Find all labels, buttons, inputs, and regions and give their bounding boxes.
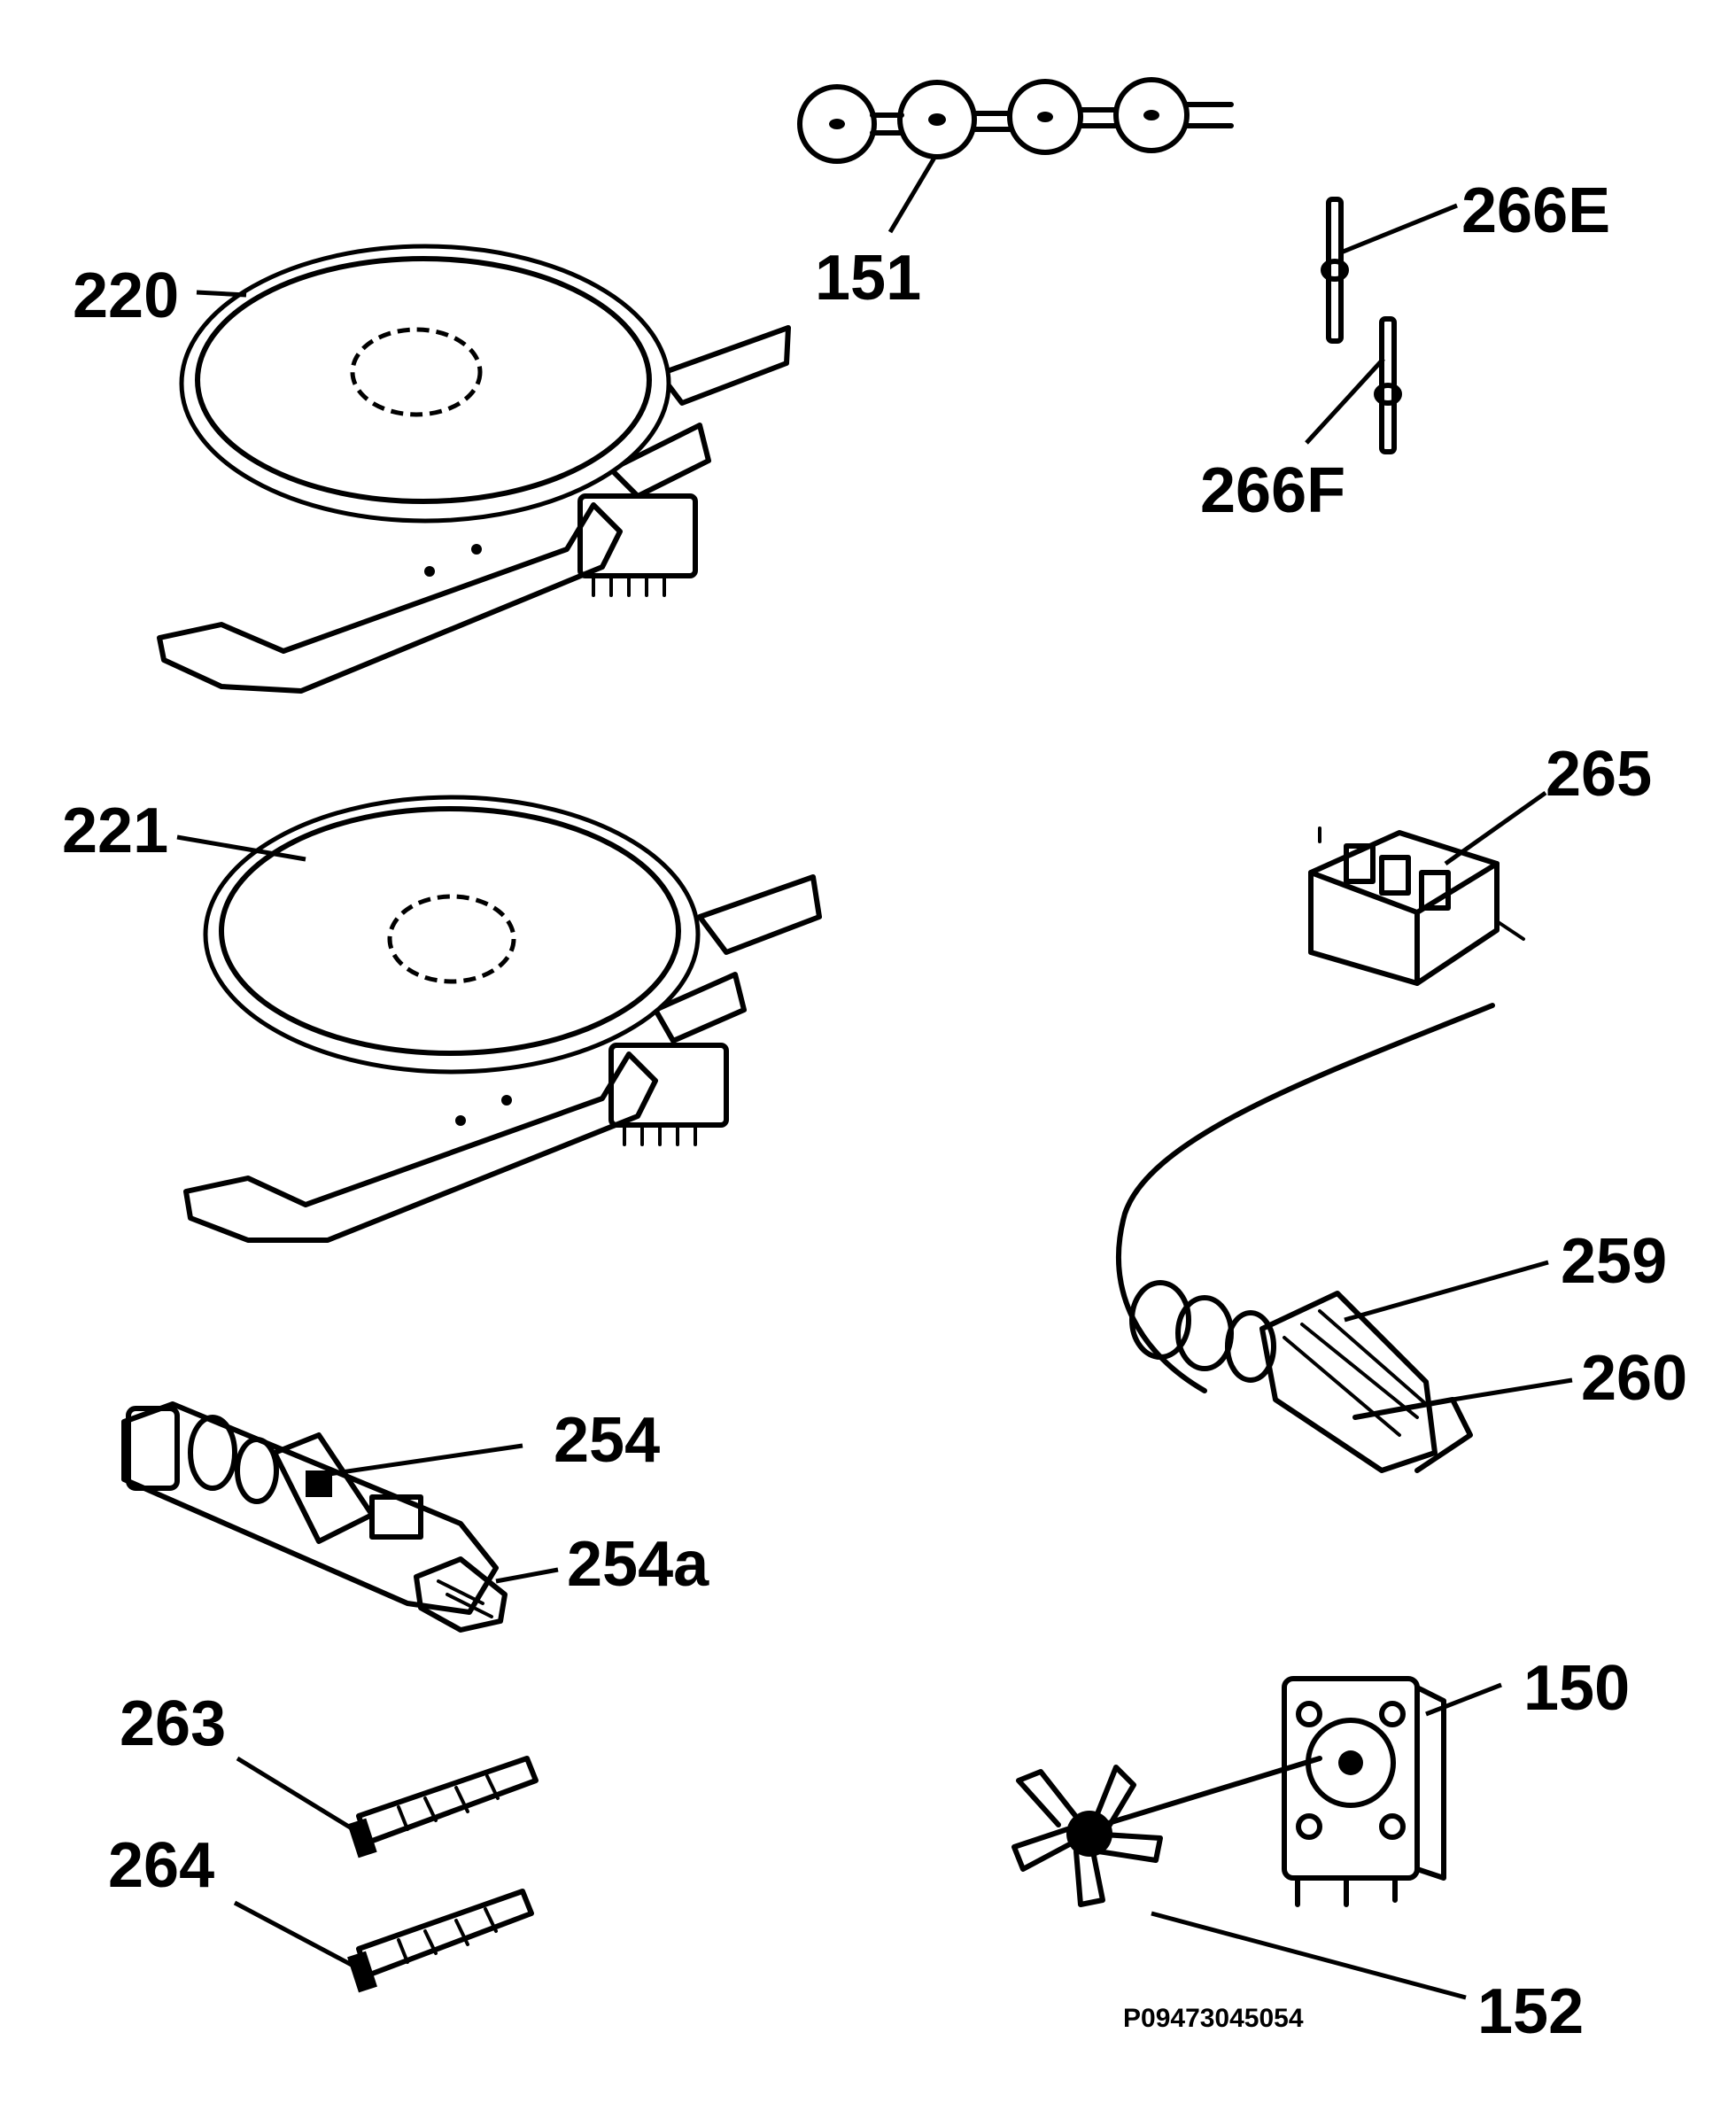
part-220-drawing [157,244,791,694]
part-152-drawing [1011,1756,1322,1907]
leader-266E [1340,203,1458,255]
part-265-drawing [1308,826,1525,986]
leader-254a [495,1567,559,1584]
diagram-reference-code: P09473045054 [1123,2004,1304,2033]
part-259-260-drawing [1116,1003,1495,1473]
part-150-drawing [1282,1676,1446,1907]
part-264-drawing [347,1889,534,1993]
part-221-drawing [183,795,822,1243]
leader-264 [233,1900,365,1974]
part-label-259: 259 [1561,1226,1667,1297]
part-label-152: 152 [1477,1976,1584,2047]
part-label-254a: 254a [567,1529,709,1600]
leader-263 [236,1756,369,1841]
leader-260 [1452,1377,1573,1402]
leader-221 [176,834,306,862]
leader-265 [1444,790,1547,866]
leader-220 [196,290,247,298]
part-label-220: 220 [73,260,179,331]
part-label-221: 221 [62,795,168,866]
leader-152 [1151,1911,1467,2000]
part-label-266F: 266F [1200,455,1345,526]
leader-259 [1344,1260,1549,1323]
part-label-150: 150 [1523,1653,1630,1724]
leader-254 [322,1443,523,1478]
part-label-254: 254 [554,1405,660,1476]
leader-266F [1305,357,1385,445]
part-label-264: 264 [108,1830,214,1901]
leader-150 [1425,1682,1502,1717]
part-label-266E: 266E [1461,175,1610,246]
part-label-265: 265 [1546,739,1652,810]
part-263-drawing [347,1756,539,1858]
part-266F-drawing [1374,316,1402,454]
part-254-drawing [121,1401,499,1615]
part-266E-drawing [1321,197,1349,344]
leader-151 [887,156,937,234]
part-label-263: 263 [120,1688,226,1759]
part-label-260: 260 [1581,1343,1687,1414]
part-151-drawing [797,77,1234,164]
part-254a-drawing [414,1556,508,1633]
part-label-151: 151 [815,243,921,314]
